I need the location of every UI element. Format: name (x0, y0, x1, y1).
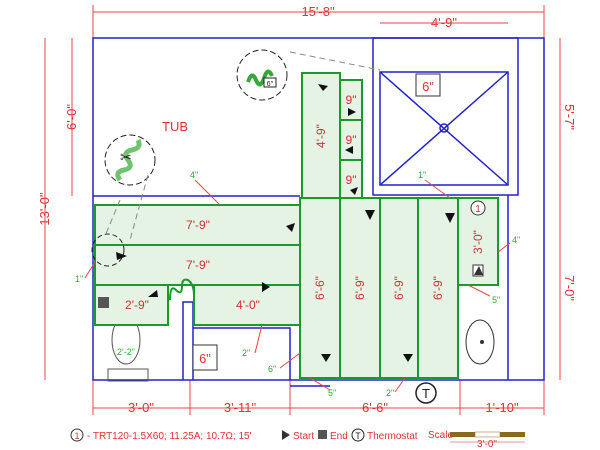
legend-scale: Scale (428, 430, 453, 441)
legend-cable-spec: - TRT120-1.5X60; 11.25A; 10.7Ω; 15' (87, 431, 252, 442)
dim-total-width: 15'-8" (301, 4, 335, 19)
heating-mats (94, 72, 499, 379)
mat-col4-label: 6'-9" (431, 276, 445, 300)
tub-label: TUB (162, 119, 188, 134)
clearance-2in-bottom: 2" (386, 388, 394, 398)
legend-end: End (330, 431, 348, 442)
end-marker-icon (98, 297, 109, 308)
legend-thermostat-icon (351, 428, 365, 442)
legend-scale-length: 3'-0" (477, 439, 497, 450)
floor-drain-label: 6" (199, 351, 211, 366)
dim-total-height: 13'-0" (37, 192, 52, 226)
dim-shower-width: 4'-9" (431, 15, 457, 30)
cable-number-marker (470, 200, 486, 216)
mat-small-left-label: 2'-9" (125, 298, 149, 312)
legend-start: Start (293, 431, 314, 442)
detail-bubble-left (91, 233, 125, 267)
dim-bottom-4: 1'-10" (485, 400, 519, 415)
clearance-5in-bottom: 5" (328, 388, 336, 398)
legend-thermostat: Thermostat (367, 431, 418, 442)
direction-arrows (116, 84, 455, 362)
mat-strip2-label: 9" (346, 133, 357, 147)
clearance-6in: 6" (268, 364, 276, 374)
shower-drain-label: 6" (422, 79, 434, 94)
legend-cable-number-icon (70, 428, 84, 442)
callout-lines (84, 179, 511, 393)
mat-col3-label: 6'-9" (392, 276, 406, 300)
mat-vertical-label: 4'-9" (314, 124, 328, 148)
clearance-1in-left: 1" (75, 274, 83, 284)
thermostat-marker (415, 382, 437, 404)
mat-row2-label: 7'-9" (186, 258, 210, 272)
clearance-2in: 2" (242, 348, 250, 358)
dim-tub-height: 6'-0" (64, 104, 79, 130)
legend-thermostat-symbol: T (355, 431, 361, 441)
detail-bubble-top (236, 49, 288, 101)
thermostat-callout-6in: 6" (267, 81, 274, 88)
legend-start-icon (282, 430, 290, 440)
dim-bottom-2: 3'-11" (224, 400, 257, 415)
toilet-dim-label: 2'-2" (117, 347, 135, 357)
scissors-icon: ✂ (120, 149, 132, 165)
mat-row1-label: 7'-9" (186, 218, 210, 232)
mat-strip1-label: 9" (346, 93, 357, 107)
clearance-5in-right: 5" (492, 295, 500, 305)
clearance-4in-right: 4" (512, 235, 520, 245)
mat-small-right-label: 4'-0" (236, 298, 260, 312)
dim-bottom-3: 6'-6" (362, 400, 388, 415)
scale-bar (450, 431, 525, 443)
legend-end-icon (318, 430, 327, 439)
dim-right-bottom: 7'-0" (562, 275, 577, 301)
mat-col2-label: 6'-9" (353, 276, 367, 300)
clearance-1in-shower: 1" (418, 170, 426, 180)
sink-icon (465, 319, 495, 365)
dim-bottom-1: 3'-0" (128, 400, 154, 415)
legend-cable-number: 1 (74, 431, 79, 441)
mat-right-label: 3'-0" (471, 230, 485, 254)
toilet-tank-icon (107, 368, 149, 382)
clearance-4in: 4" (190, 170, 198, 180)
mat-col1-label: 6'-6" (313, 276, 327, 300)
walls (92, 37, 545, 387)
mat-strip3-label: 9" (346, 173, 357, 187)
dim-right-top: 5'-7" (562, 104, 577, 130)
cable-number-text: 1 (475, 204, 481, 215)
thermostat-marker-text: T (422, 386, 430, 401)
